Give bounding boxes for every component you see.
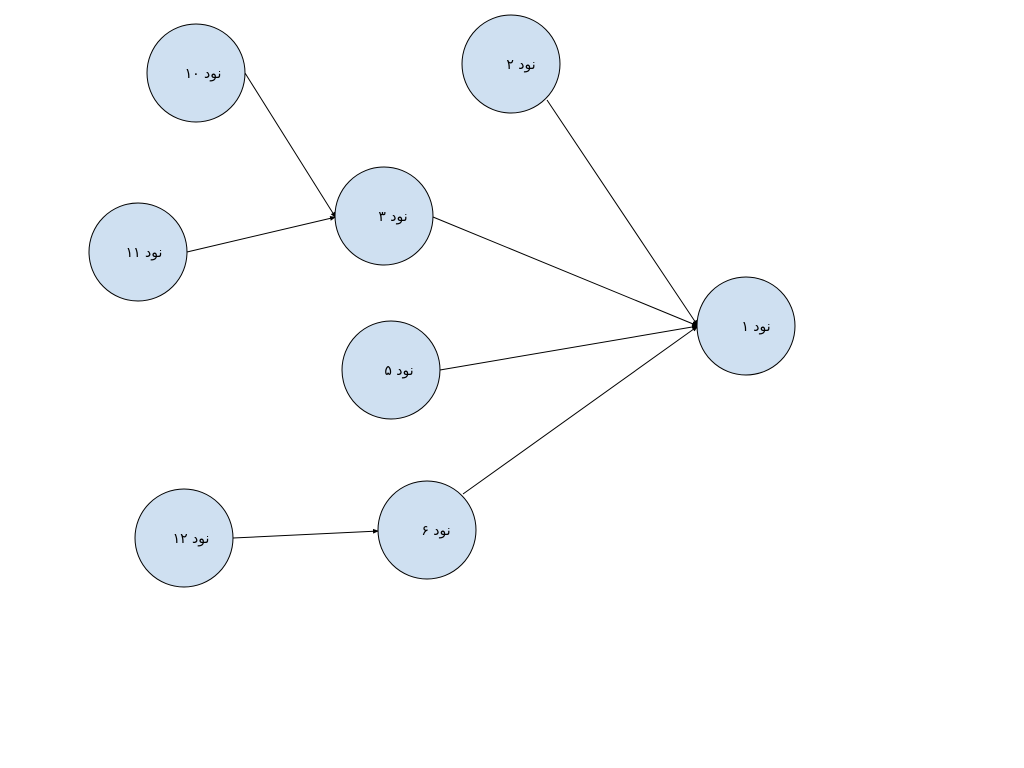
edge-n12-to-n6: [232, 528, 380, 539]
nodes-group: نود ۱۰ نود ۱۱ نود ۲ نود ۳ نود ۵ نود ۱۲ ن…: [88, 14, 796, 588]
edge-n3-to-n1: [432, 216, 699, 327]
edges-group: [186, 72, 699, 539]
node-2[interactable]: نود ۲: [461, 14, 561, 114]
node-circle: [88, 202, 188, 302]
edge-n5-to-n1: [439, 324, 699, 371]
node-label: نود ۲: [506, 57, 535, 73]
edge-n6-to-n1: [462, 325, 699, 495]
node-3[interactable]: نود ۳: [334, 166, 434, 266]
edge-n10-to-n3: [244, 72, 337, 219]
node-11[interactable]: نود ۱۱: [88, 202, 188, 302]
node-label: نود ۵: [384, 363, 413, 379]
node-circle: [341, 320, 441, 420]
node-circle: [134, 488, 234, 588]
node-label: نود ۶: [421, 523, 450, 539]
node-circle: [461, 14, 561, 114]
node-label: نود ۳: [378, 209, 407, 225]
node-10[interactable]: نود ۱۰: [146, 23, 246, 123]
node-5[interactable]: نود ۵: [341, 320, 441, 420]
node-label: نود ۱۰: [185, 66, 222, 82]
node-circle: [334, 166, 434, 266]
node-label: نود ۱۲: [173, 531, 210, 547]
edge-n11-to-n3: [186, 216, 337, 253]
node-circle: [377, 480, 477, 580]
node-circle: [696, 276, 796, 376]
node-6[interactable]: نود ۶: [377, 480, 477, 580]
node-label: نود ۱۱: [126, 245, 163, 261]
node-label: نود ۱: [741, 319, 770, 335]
node-12[interactable]: نود ۱۲: [134, 488, 234, 588]
edge-n2-to-n1: [546, 99, 699, 327]
node-1[interactable]: نود ۱: [696, 276, 796, 376]
node-circle: [146, 23, 246, 123]
